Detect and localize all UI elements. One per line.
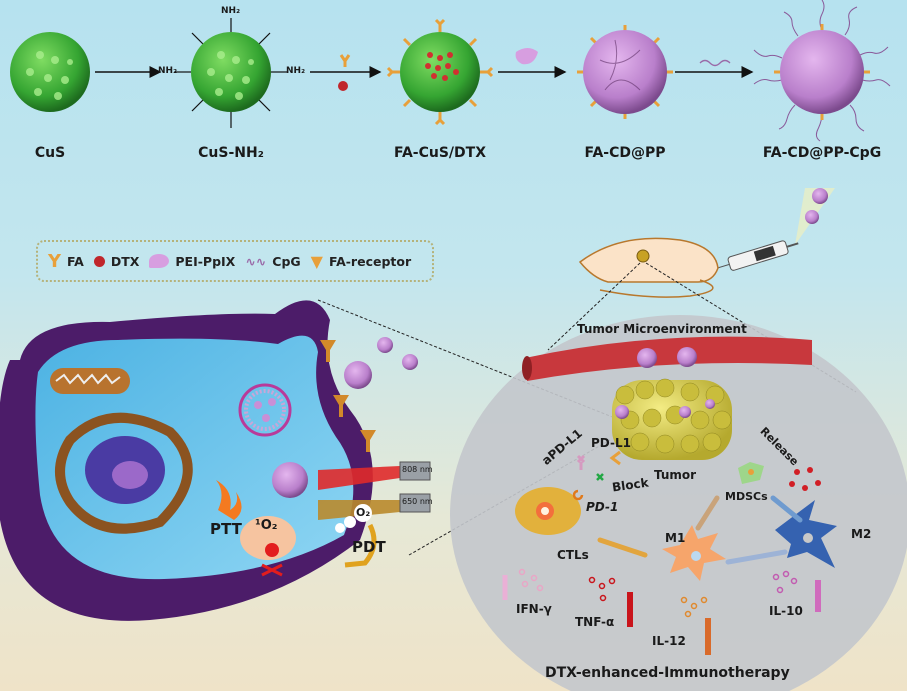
cytokine-dots: [518, 568, 798, 618]
endosome-icon: [238, 383, 292, 437]
dtx-reagent-icon: [338, 81, 348, 91]
laser-650-label: 650 nm: [402, 497, 433, 506]
pdt-label: PDT: [352, 538, 386, 556]
laser-808-label: 808 nm: [402, 465, 433, 474]
fa-reagent-icon: [339, 54, 351, 67]
mdscs-label: MDSCs: [725, 490, 768, 503]
dtx-icon: [93, 255, 105, 267]
fa-receptor-icons: [320, 340, 376, 452]
nanoparticle-in-cell: [272, 462, 308, 498]
block-icon: [596, 473, 604, 481]
step-label-fa-cus-dtx: FA-CuS/DTX: [393, 145, 487, 161]
fa-cus-dtx-particle: [386, 18, 494, 126]
tumor-cell: [0, 300, 431, 621]
ifn-gamma-label: IFN-γ: [516, 602, 552, 616]
m2-macrophage: [775, 500, 837, 568]
fa-icon: Y: [48, 250, 62, 272]
mouse-icon: [578, 237, 719, 298]
blood-vessel: [522, 336, 812, 381]
amine-label: NH₂: [286, 66, 306, 76]
il-10-label: IL-10: [769, 604, 803, 618]
pd-1-label: PD-1: [586, 500, 619, 514]
nucleus-icon: [55, 412, 193, 534]
cpg-reagent-icon: [699, 59, 731, 67]
pei-ppix-icon: [149, 254, 170, 268]
fa-cd-pp-cpg-particle: [753, 0, 891, 142]
step-label-cus: CuS: [34, 145, 66, 161]
legend-item-cpg: ∿∿CpG: [245, 253, 301, 269]
mitochondrion-icon: [50, 368, 130, 394]
legend-item-fa-receptor: ▼FA-receptor: [310, 251, 412, 271]
immunotherapy-title: DTX-enhanced-Immunotherapy: [545, 665, 790, 681]
apd-l1-antibody-icon: [576, 454, 586, 470]
tme-ellipse: [450, 315, 907, 691]
m2-label: M2: [851, 527, 872, 541]
step-label-fa-cd-pp: FA-CD@PP: [584, 145, 666, 161]
tumor-cluster: [612, 378, 732, 460]
tumor-label: Tumor: [654, 468, 697, 482]
injected-particle: [805, 210, 819, 224]
pd-l1-label: PD-L1: [591, 436, 631, 450]
syringe-icon: [707, 240, 799, 272]
singlet-oxygen-cloud: [240, 516, 296, 560]
tnf-alpha-label: TNF-α: [575, 615, 615, 629]
cpg-icon: ∿∿: [245, 253, 267, 269]
arrows-tme: [597, 495, 803, 565]
flame-icon: [216, 480, 242, 520]
laser-808: [318, 461, 431, 490]
skull-icon: [261, 543, 283, 577]
amine-label: NH₂: [158, 66, 178, 76]
fa-receptor-icon: ▼: [310, 251, 323, 271]
pdt-arrow: [344, 523, 377, 568]
il-12-label: IL-12: [652, 634, 686, 648]
step-label-cus-nh2: CuS-NH₂: [198, 145, 264, 161]
tme-title: Tumor Microenvironment: [577, 322, 747, 336]
fa-cd-pp-particle: [577, 25, 673, 119]
ctl-cell: [515, 487, 584, 535]
mdsc-cell: [738, 462, 764, 484]
oxygen-label: O₂: [356, 506, 371, 519]
oxygen-bubble: [354, 504, 372, 522]
singlet-oxygen-label: ¹O₂: [255, 518, 278, 533]
m1-macrophage: [662, 525, 726, 581]
ctls-label: CTLs: [557, 548, 589, 562]
m1-label: M1: [665, 531, 686, 545]
ptt-label: PTT: [210, 520, 242, 538]
legend-item-pei-ppix: PEI-PpIX: [149, 254, 235, 269]
pd-l1-icon: [609, 450, 621, 466]
injected-particle: [812, 188, 828, 204]
cus-particle: [10, 32, 90, 112]
amine-label: NH₂: [221, 6, 241, 16]
dtx-release-dots: [789, 467, 821, 491]
pei-ppix-reagent-icon: [515, 48, 538, 65]
cus-nh2-particle: [175, 18, 287, 128]
step-label-fa-cd-pp-cpg: FA-CD@PP-CpG: [762, 145, 882, 161]
legend-item-dtx: DTX: [93, 254, 139, 269]
